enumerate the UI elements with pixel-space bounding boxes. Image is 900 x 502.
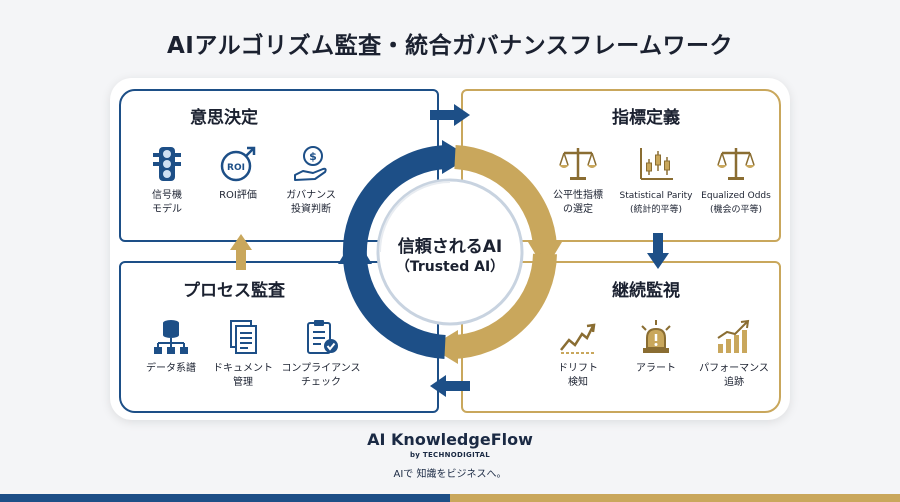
svg-text:$: $ [309,150,317,163]
item-label: ROI評価 [219,190,257,201]
item-document-management: ドキュメント 管理 [197,318,289,390]
cycle-arc-bottom-right [451,253,557,359]
item-equalized-odds: Equalized Odds (機会の平等) [690,145,782,217]
item-label: アラート [636,363,676,374]
arrow-metrics-to-monitoring [647,233,669,269]
item-performance-tracking: パフォーマンス 追跡 [688,318,780,390]
item-label: ガバナンス 投資判断 [286,190,336,215]
metrics-heading: 指標定義 [612,108,680,128]
drift-trend-icon [560,323,596,354]
monitoring-heading: 継続監視 [612,281,680,301]
item-label: ドリフト 検知 [558,363,598,388]
cycle-arc-bottom-left [343,258,446,359]
center-subtitle: （Trusted AI） [395,259,505,275]
scales-icon [559,148,597,180]
process-heading: プロセス監査 [183,281,285,301]
cycle-arc-top-left [342,145,449,258]
item-data-lineage: データ系譜 [125,318,217,376]
item-label: パフォーマンス 追跡 [699,363,769,388]
compliance-clipboard-icon [307,320,338,354]
item-compliance-check: コンプライアンス チェック [275,318,367,390]
item-label: Equalized Odds (機会の平等) [701,191,771,215]
center-circle [376,178,524,326]
roi-icon: ROI [220,146,256,182]
item-governance-investment: $ ガバナンス 投資判断 [265,145,357,217]
item-alert: アラート [610,318,702,376]
item-label: 公平性指標 の選定 [553,190,603,215]
candlestick-chart-icon [640,148,673,180]
brand-name: AI KnowledgeFlow [367,430,533,449]
item-label: データ系譜 [146,363,196,374]
item-label: コンプライアンス チェック [281,363,361,388]
arrow-decision-to-metrics [430,104,470,126]
brand-by: by TECHNODIGITAL [409,451,491,459]
scales-icon [717,148,755,180]
decision-heading: 意思決定 [190,108,258,128]
item-statistical-parity: Statistical Parity (統計的平等) [610,145,702,217]
database-lineage-icon [154,320,188,354]
item-roi-evaluation: ROI ROI評価 [192,145,284,203]
item-label: Statistical Parity (統計的平等) [619,191,693,215]
center-title: 信頼されるAI [397,237,503,257]
page-title: AIアルゴリズム監査・統合ガバナンスフレームワーク [166,33,734,59]
arrow-monitoring-to-process [430,375,470,397]
item-label: 信号機 モデル [152,190,182,215]
cycle-arc-top-right [454,145,557,248]
bottom-accent-bar [0,494,900,502]
bar-growth-icon [717,319,750,353]
alert-light-icon [641,320,671,353]
investment-hand-icon: $ [294,146,327,181]
item-drift-detection: ドリフト 検知 [532,318,624,390]
center-cycle-diagram [338,140,562,364]
traffic-light-icon [153,147,181,181]
documents-icon [230,320,257,354]
item-traffic-light-model: 信号機 モデル [121,145,213,217]
cycle-arrow-left [338,236,372,264]
arrow-process-to-decision [230,234,252,270]
svg-text:ROI: ROI [227,163,245,173]
item-fairness-metric-selection: 公平性指標 の選定 [532,145,624,217]
brand-tagline: AIで 知識をビジネスへ。 [393,469,507,480]
item-label: ドキュメント 管理 [213,363,273,388]
